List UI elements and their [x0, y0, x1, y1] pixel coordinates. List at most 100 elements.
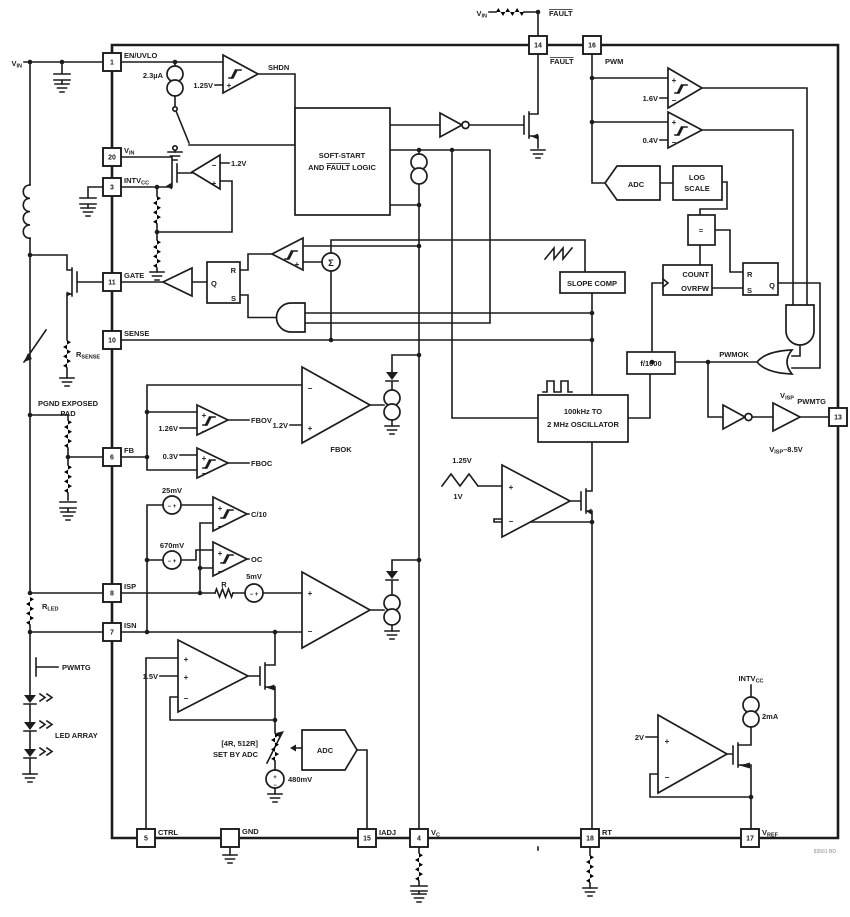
offset-resistor: [213, 586, 235, 600]
svg-text:+: +: [202, 411, 207, 420]
current-comparator: [270, 236, 304, 272]
en-current-label: 2.3µA: [143, 71, 164, 80]
pwm-hi-comparator: [667, 66, 704, 110]
log-scale-block: [672, 165, 723, 201]
pin-4-num: 4: [417, 836, 421, 843]
vin-left-label: VIN: [11, 59, 22, 70]
pin-15-num: 15: [363, 836, 371, 843]
pgnd-label-1: PGND EXPOSED: [38, 399, 99, 408]
svg-text:−: −: [184, 694, 189, 703]
svg-text:+: +: [218, 549, 223, 558]
isense-amp: [301, 570, 372, 650]
pin-14-num: 14: [534, 43, 542, 50]
fbok-ref: 1.2V: [273, 421, 288, 430]
adj-label-2: SET BY ADC: [213, 750, 259, 759]
svg-text:+: +: [273, 775, 277, 781]
pin-10-num: 10: [108, 338, 116, 345]
svg-text:+: +: [184, 673, 189, 682]
svg-text:+: +: [295, 260, 300, 269]
figure-number: 83561 BD: [814, 849, 837, 855]
inductor-icon: [22, 184, 31, 240]
svg-text:−: −: [509, 517, 514, 526]
pwm-lo-comparator: [667, 110, 704, 150]
ldo-ref-label: 1.2V: [231, 159, 246, 168]
ctrl-amp: [177, 638, 250, 714]
pin-isp-label: ISP: [124, 582, 136, 591]
slope-comp-label: SLOPE COMP: [567, 279, 617, 288]
fbok-amp: [301, 365, 372, 445]
adc-top-block: [603, 165, 661, 201]
labels: 1 20 3 11 10 6 8 7 5 15 4 18 17 14 16 13…: [11, 9, 842, 855]
vref-amp: [657, 713, 729, 795]
svg-text:+: +: [212, 179, 217, 188]
f1000-label: f/1000: [640, 359, 661, 368]
adc-bottom-label: ADC: [317, 746, 334, 755]
pin-fb-label: FB: [124, 446, 135, 455]
pwm-vertical-and: [785, 304, 815, 346]
svg-text:−: −: [273, 783, 277, 789]
scale-label: SCALE: [684, 184, 709, 193]
rled-label: RLED: [42, 602, 58, 613]
led1-icon: [24, 695, 36, 703]
adj-label-1: [4R, 512R]: [221, 739, 258, 748]
c10-label: C/10: [251, 510, 267, 519]
svg-text:−: −: [665, 773, 670, 782]
fault-inverter: [439, 111, 464, 139]
hysteresis-icons: [202, 69, 688, 564]
resistors: [26, 8, 594, 884]
oscillator-block: [537, 394, 629, 443]
intvcc-rail-label: INTVCC: [738, 674, 763, 685]
svg-text:+: +: [227, 81, 232, 90]
pin-13: [828, 407, 848, 427]
pin-5-num: 5: [144, 836, 148, 843]
pin-vc-label: VC: [431, 828, 440, 839]
junction-dots: [27, 9, 754, 800]
tri-hi-ref: 1.25V: [452, 456, 472, 465]
pwm-latch: [742, 262, 779, 296]
pin-20-num: 20: [108, 155, 116, 162]
svg-text:−: −: [202, 469, 207, 478]
pin-4: [409, 828, 429, 848]
pin-3: [102, 177, 122, 197]
svg-text:− +: − +: [250, 592, 259, 598]
counter-block: [662, 264, 713, 296]
pin-18: [580, 828, 600, 848]
pwmtg-inverter: [722, 403, 747, 431]
pin-7-num: 7: [110, 630, 114, 637]
sawtooth-icon: [543, 245, 574, 262]
svg-text:+: +: [509, 483, 514, 492]
pin-10: [102, 330, 122, 350]
equal-label: =: [699, 226, 704, 235]
pin-vref-label: VREF: [762, 828, 779, 839]
summer: [321, 252, 341, 272]
svg-text:+: +: [672, 76, 677, 85]
svg-text:+: +: [308, 424, 313, 433]
fboc-label: FBOC: [251, 459, 273, 468]
iadj-ref: 480mV: [288, 775, 312, 784]
latch-q: Q: [211, 279, 217, 288]
rt-resistor: [586, 855, 594, 884]
svg-text:−: −: [218, 567, 223, 576]
tri-lo-ref: 1V: [453, 492, 462, 501]
pin-gnd-label: GND: [242, 827, 259, 836]
svg-text:−: −: [212, 161, 217, 170]
visp-label: VISP: [780, 391, 794, 402]
pin-en-uvlo-label: EN/UVLO: [124, 51, 158, 60]
pwmtg-fet-label: PWMTG: [62, 663, 91, 672]
c10-comparator: [212, 495, 249, 533]
oc-label: OC: [251, 555, 263, 564]
svg-text:+: +: [672, 118, 677, 127]
latch2-r: R: [747, 270, 753, 279]
pin-8: [102, 583, 122, 603]
vref-current-label: 2mA: [762, 712, 779, 721]
pin-iadj-label: IADJ: [379, 828, 396, 837]
pin-3-num: 3: [110, 185, 114, 192]
visp-low-label: VISP–8.5V: [769, 445, 803, 456]
led3-icon: [24, 749, 36, 757]
pin-17-num: 17: [746, 836, 754, 843]
fbok-label: FBOK: [330, 445, 352, 454]
c10-ref: 25mV: [162, 486, 182, 495]
pin-13-num: 13: [834, 415, 842, 422]
pin-15: [357, 828, 377, 848]
